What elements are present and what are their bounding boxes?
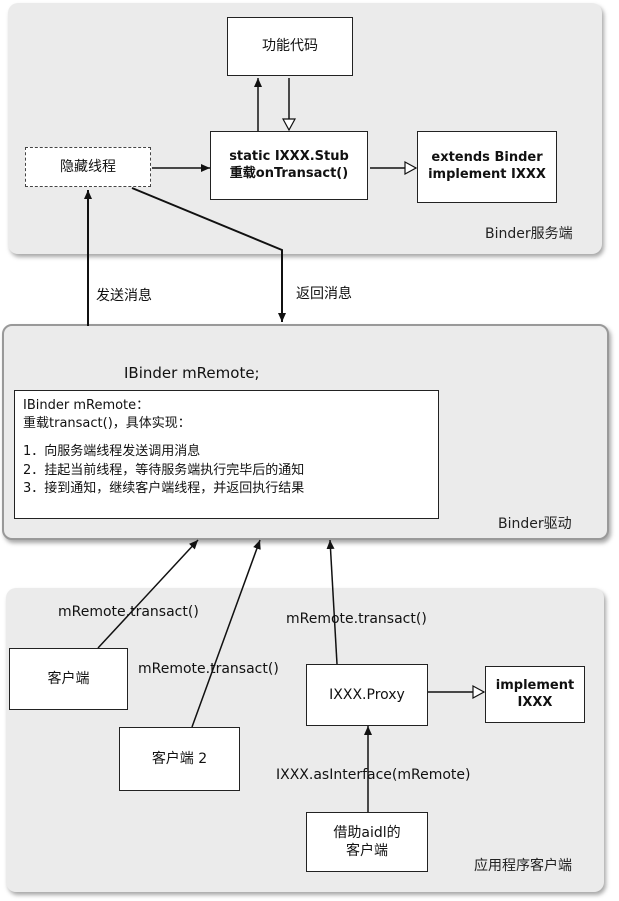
note-line-2: 重载transact()，具体实现： xyxy=(23,416,191,432)
transact-label-2: mRemote.transact() xyxy=(138,661,279,677)
implement-line1: implement xyxy=(495,677,575,693)
client2-box: 客户端 2 xyxy=(119,727,240,791)
extends-binder-box: extends Binder implement IXXX xyxy=(417,131,557,203)
note-line-4: 2．挂起当前线程，等待服务端执行完毕后的通知 xyxy=(23,462,305,478)
binder-server-label: Binder服务端 xyxy=(485,226,573,242)
app-client-panel xyxy=(6,588,604,892)
hidden-thread-box: 隐藏线程 xyxy=(25,147,151,187)
hidden-thread-text: 隐藏线程 xyxy=(60,158,116,175)
proxy-box: IXXX.Proxy xyxy=(306,664,428,726)
extends-line1: extends Binder xyxy=(431,150,543,166)
client1-text: 客户端 xyxy=(47,670,90,687)
aidl-client-box: 借助aidl的 客户端 xyxy=(306,812,428,872)
transact-note-text: IBinder mRemote： 重载transact()，具体实现： 1．向服… xyxy=(23,397,304,498)
proxy-text: IXXX.Proxy xyxy=(329,686,405,703)
transact-label-3: mRemote.transact() xyxy=(286,611,427,627)
stub-box: static IXXX.Stub 重载onTransact() xyxy=(210,131,368,200)
send-message-label: 发送消息 xyxy=(96,288,152,304)
aidl-line1: 借助aidl的 xyxy=(333,824,401,841)
implement-line2: IXXX xyxy=(517,694,553,710)
implement-box: implement IXXX xyxy=(485,666,585,723)
app-client-label: 应用程序客户端 xyxy=(474,858,572,874)
ibinder-field-label: IBinder mRemote; xyxy=(124,364,260,382)
client2-text: 客户端 2 xyxy=(151,750,208,767)
as-interface-label: IXXX.asInterface(mRemote) xyxy=(276,767,471,783)
note-line-5: 3．接到通知，继续客户端线程，并返回执行结果 xyxy=(23,480,305,496)
note-line-1: IBinder mRemote： xyxy=(23,398,150,413)
aidl-line2: 客户端 xyxy=(346,843,388,859)
client1-box: 客户端 xyxy=(9,648,128,710)
function-code-text: 功能代码 xyxy=(262,38,318,55)
extends-line2: implement IXXX xyxy=(428,167,546,182)
transact-note-box: IBinder mRemote： 重载transact()，具体实现： 1．向服… xyxy=(14,390,439,519)
binder-driver-label: Binder驱动 xyxy=(498,516,572,532)
note-line-3: 1．向服务端线程发送调用消息 xyxy=(23,444,201,460)
stub-line1: static IXXX.Stub xyxy=(229,148,349,164)
function-code-box: 功能代码 xyxy=(227,17,353,76)
transact-label-1: mRemote.transact() xyxy=(58,604,199,620)
return-message-label: 返回消息 xyxy=(296,286,352,302)
stub-line2: 重载onTransact() xyxy=(229,165,349,181)
